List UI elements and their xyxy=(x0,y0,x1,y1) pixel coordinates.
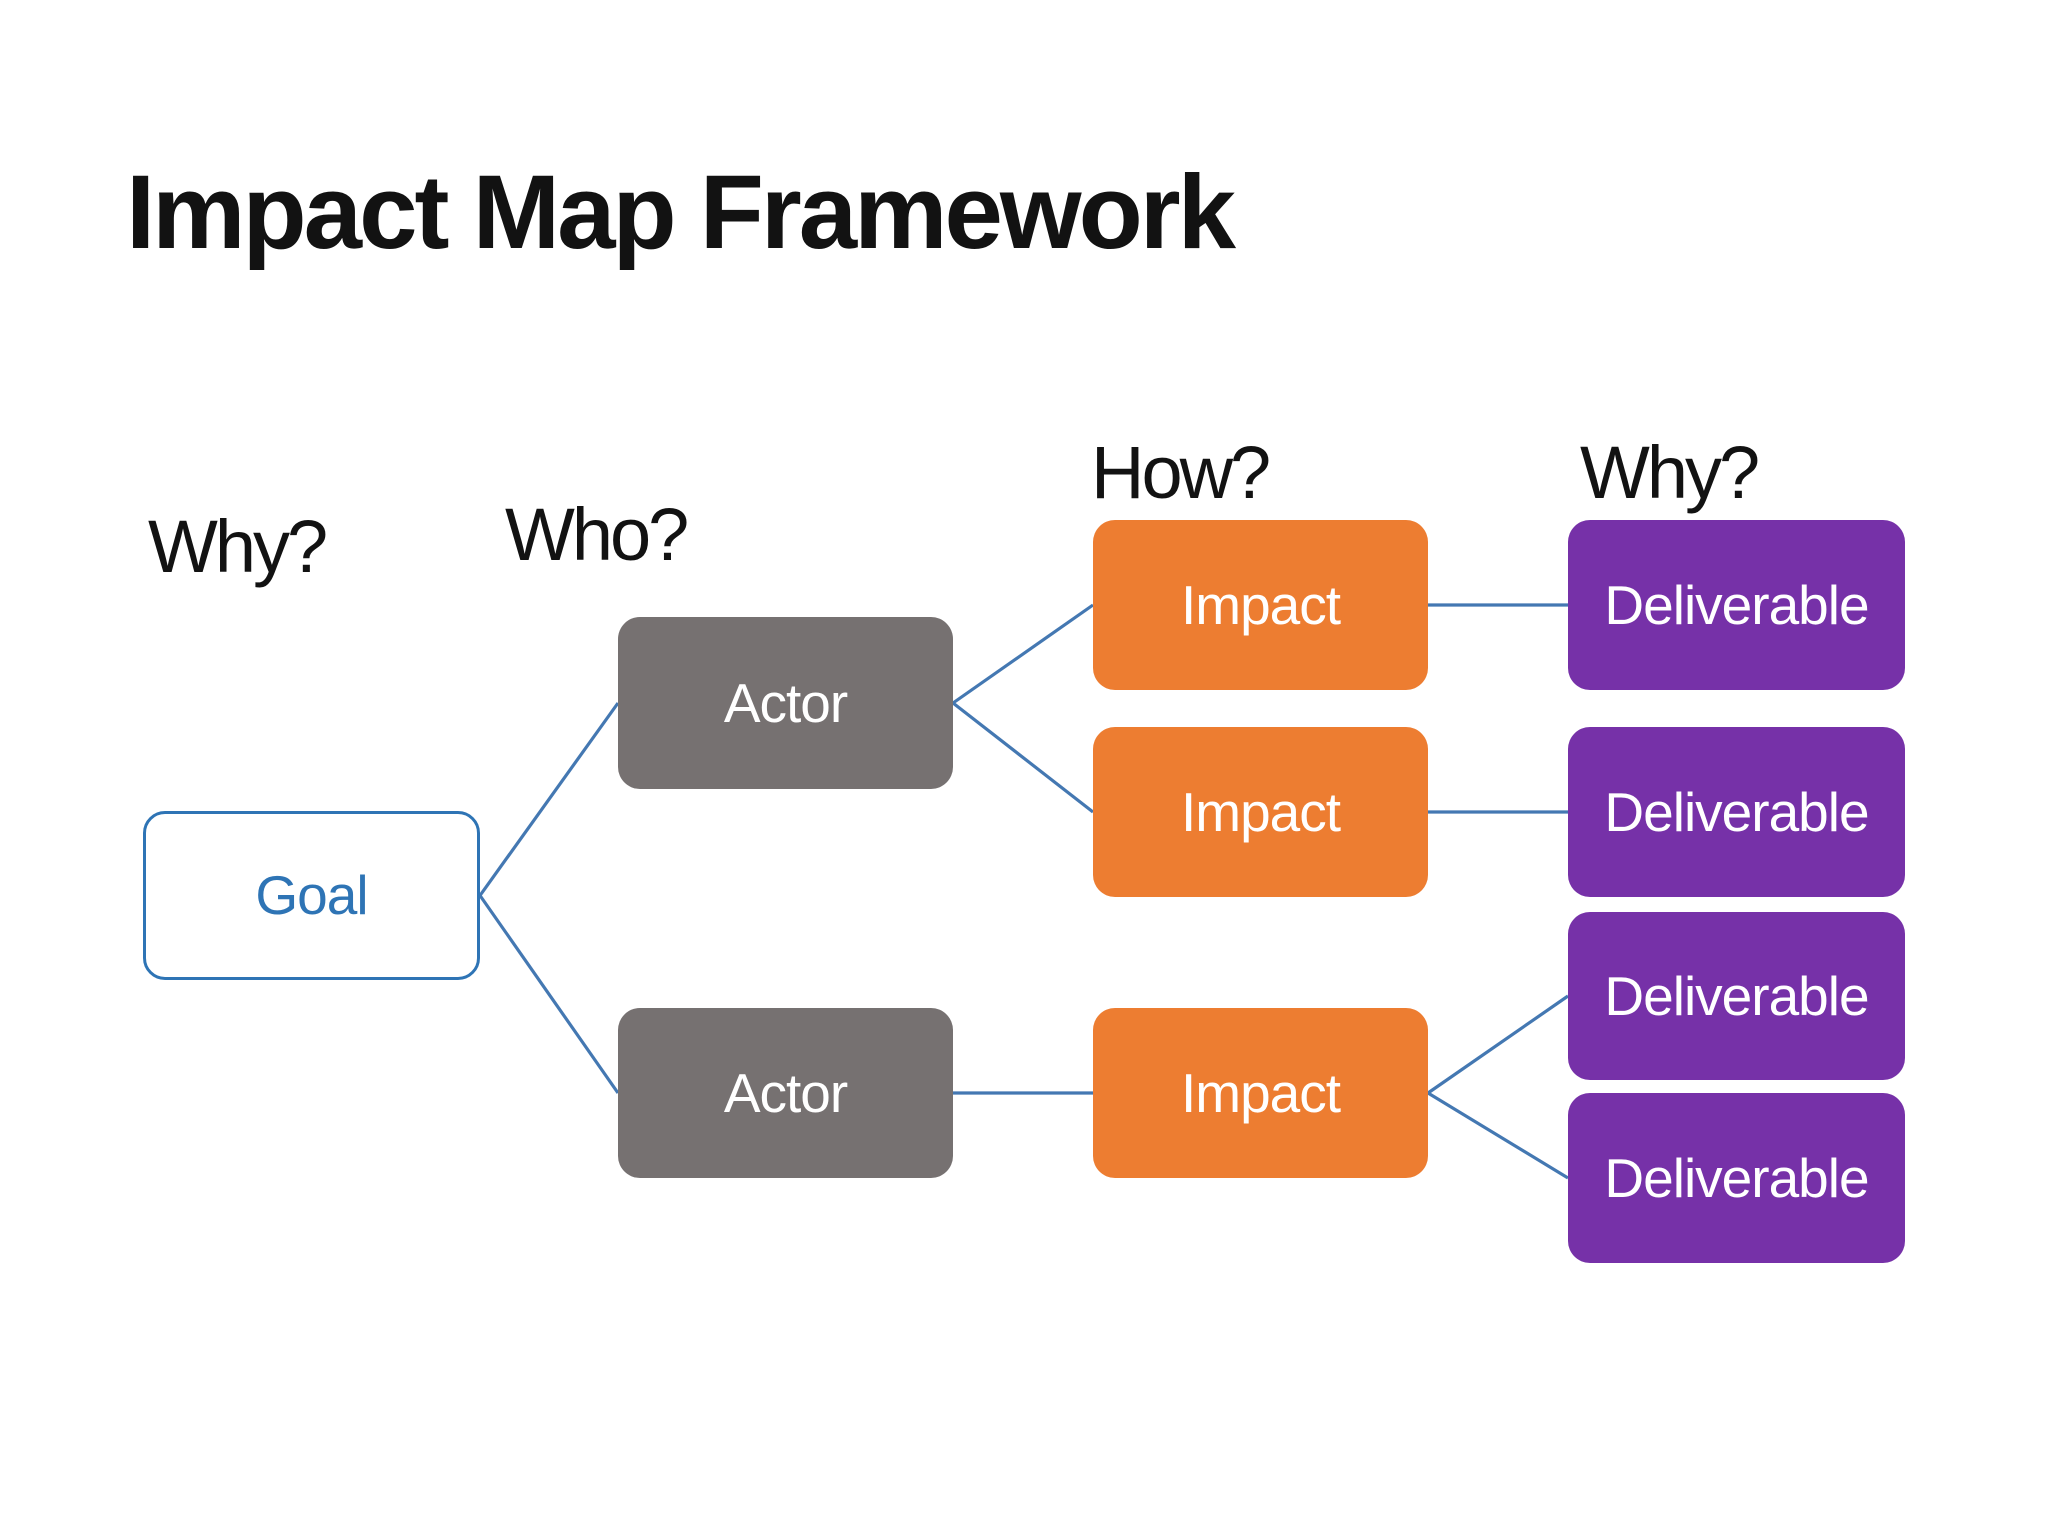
column-header-why-left: Why? xyxy=(148,505,328,588)
edge-actor-1-to-impact-1 xyxy=(952,603,1094,705)
node-goal: Goal xyxy=(143,811,480,980)
node-label-impact-1: Impact xyxy=(1180,573,1341,636)
node-impact-1: Impact xyxy=(1093,520,1428,690)
column-header-why-right: Why? xyxy=(1580,431,1760,514)
column-header-how: How? xyxy=(1091,431,1271,514)
column-header-who: Who? xyxy=(505,493,689,576)
edge-goal-to-actor-2 xyxy=(478,894,620,1094)
node-impact-3: Impact xyxy=(1093,1008,1428,1178)
node-deliverable-2: Deliverable xyxy=(1568,727,1905,897)
node-actor-1: Actor xyxy=(618,617,953,789)
edge-impact-3-to-deliverable-4 xyxy=(1427,1091,1569,1180)
edge-actor-1-to-impact-2 xyxy=(952,701,1094,814)
node-impact-2: Impact xyxy=(1093,727,1428,897)
node-deliverable-1: Deliverable xyxy=(1568,520,1905,690)
node-actor-2: Actor xyxy=(618,1008,953,1178)
node-label-deliverable-3: Deliverable xyxy=(1604,964,1869,1027)
slide-title: Impact Map Framework xyxy=(126,154,1236,271)
edge-impact-3-to-deliverable-3 xyxy=(1427,994,1569,1095)
node-label-goal: Goal xyxy=(255,864,368,927)
node-deliverable-3: Deliverable xyxy=(1568,912,1905,1080)
edge-goal-to-actor-1 xyxy=(478,702,620,897)
node-label-deliverable-2: Deliverable xyxy=(1604,780,1869,843)
node-label-actor-2: Actor xyxy=(723,1061,848,1124)
node-label-actor-1: Actor xyxy=(723,671,848,734)
node-label-deliverable-1: Deliverable xyxy=(1604,573,1869,636)
node-label-impact-2: Impact xyxy=(1180,780,1341,843)
node-label-deliverable-4: Deliverable xyxy=(1604,1146,1869,1209)
node-deliverable-4: Deliverable xyxy=(1568,1093,1905,1263)
node-label-impact-3: Impact xyxy=(1180,1061,1341,1124)
